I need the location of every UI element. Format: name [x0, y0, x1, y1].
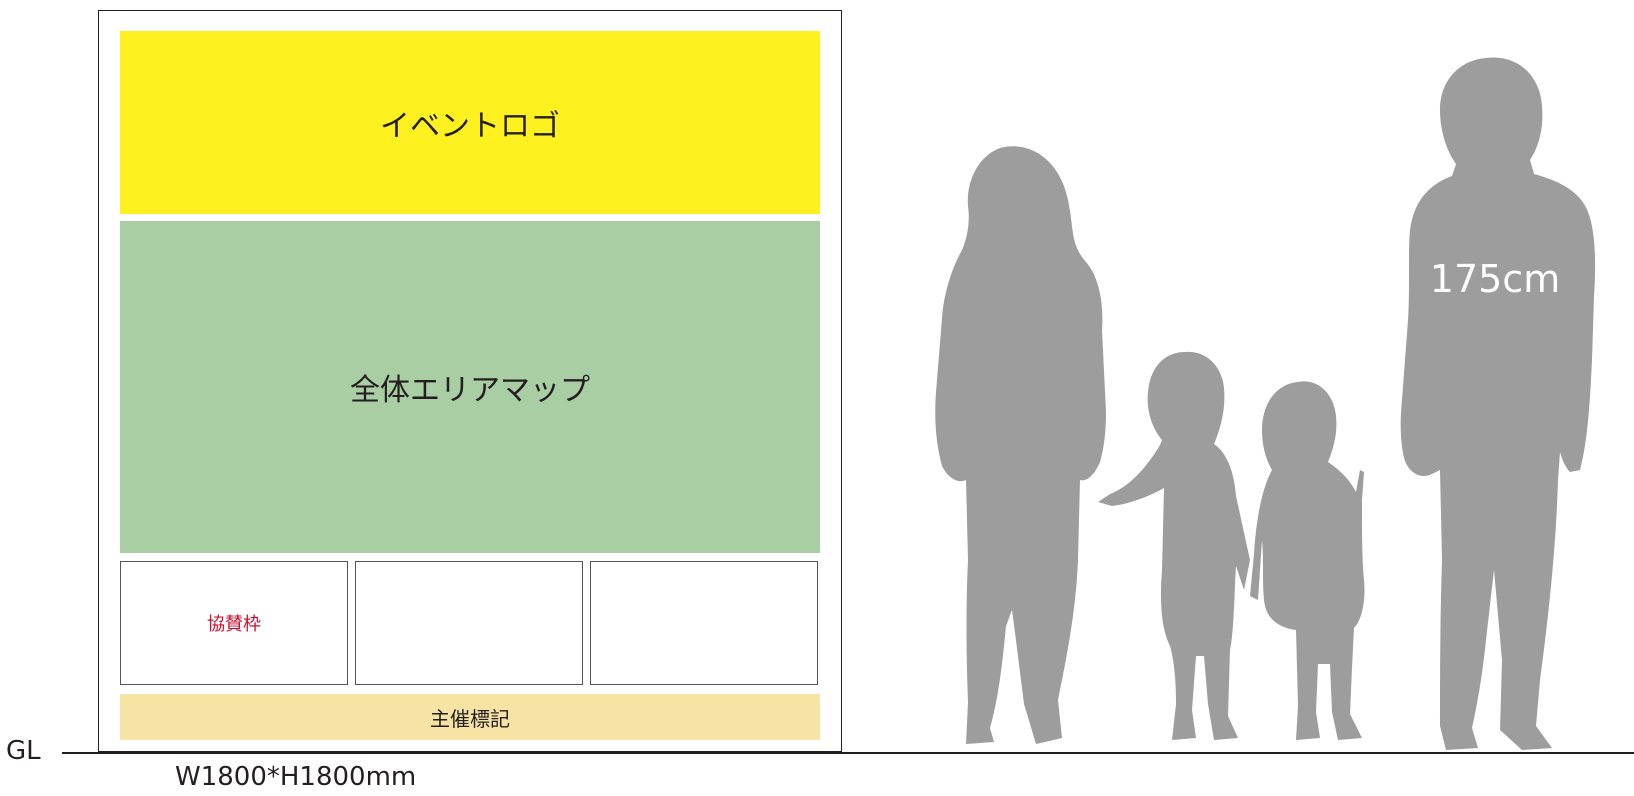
girl-silhouette-2 [1250, 381, 1365, 740]
ground-level-label: GL [6, 736, 41, 766]
area-map-label: 全体エリアマップ [350, 373, 590, 408]
dimension-label: W1800*H1800mm [175, 762, 417, 792]
area-map-area: 全体エリアマップ [120, 221, 820, 553]
event-logo-area: イベントロゴ [120, 31, 820, 214]
girl-silhouette-1 [1098, 351, 1250, 740]
sponsor-slot-2 [355, 561, 583, 685]
woman-silhouette [935, 146, 1106, 744]
sponsor-slot-label: 協賛枠 [207, 614, 261, 635]
signboard-panel: イベントロゴ 全体エリアマップ 協賛枠 主催標記 [98, 10, 842, 752]
organizer-area: 主催標記 [120, 694, 820, 740]
sponsor-slot-3 [590, 561, 818, 685]
man-silhouette [1400, 57, 1596, 751]
event-logo-label: イベントロゴ [380, 108, 560, 144]
sponsor-slot-1: 協賛枠 [120, 561, 348, 685]
ground-line [62, 752, 1634, 754]
organizer-label: 主催標記 [430, 706, 510, 731]
person-height-label: 175cm [1430, 257, 1560, 301]
